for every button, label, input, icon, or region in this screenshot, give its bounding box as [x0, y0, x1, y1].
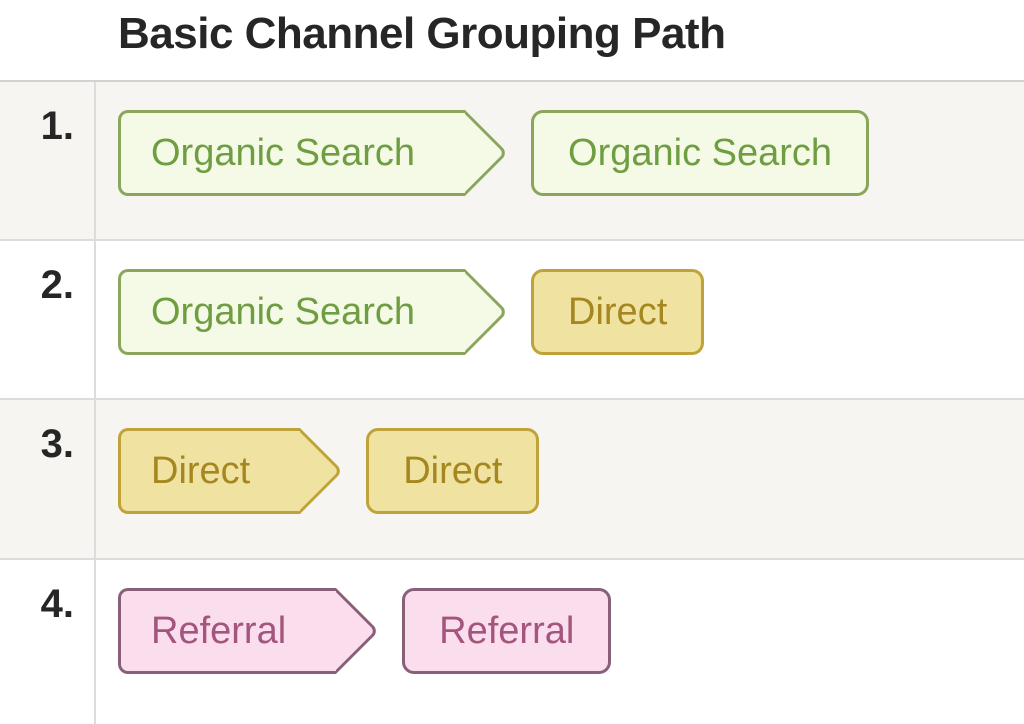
path-cell: Direct Direct — [96, 400, 1024, 558]
table-row: 1. Organic Search Organic Search — [0, 82, 1024, 241]
channel-chip-organic-search-arrow: Organic Search — [118, 268, 509, 356]
channel-chip-direct: Direct — [531, 269, 705, 355]
path-cell: Referral Referral — [96, 560, 1024, 724]
row-number: 1. — [0, 82, 96, 239]
row-number-column-header — [0, 0, 96, 80]
channel-chip-label: Referral — [118, 588, 337, 674]
channel-chip-label: Organic Search — [118, 269, 466, 355]
channel-chip-referral: Referral — [402, 588, 612, 674]
row-number: 2. — [0, 241, 96, 398]
row-number: 3. — [0, 400, 96, 558]
channel-chip-organic-search: Organic Search — [531, 110, 870, 196]
path-cell: Organic Search Direct — [96, 241, 1024, 398]
column-header-basic-channel-grouping-path: Basic Channel Grouping Path — [118, 9, 726, 58]
table-row: 2. Organic Search Direct — [0, 241, 1024, 400]
table-row: 4. Referral Referral — [0, 560, 1024, 724]
channel-chip-direct: Direct — [366, 428, 540, 514]
channel-chip-label: Organic Search — [118, 110, 466, 196]
path-cell: Organic Search Organic Search — [96, 82, 1024, 239]
table-row: 3. Direct Direct — [0, 400, 1024, 560]
channel-chip-referral-arrow: Referral — [118, 587, 380, 675]
table-header-row: Basic Channel Grouping Path — [0, 0, 1024, 82]
channel-chip-direct-arrow: Direct — [118, 427, 344, 515]
channel-chip-label: Direct — [118, 428, 301, 514]
row-number: 4. — [0, 560, 96, 724]
channel-chip-organic-search-arrow: Organic Search — [118, 109, 509, 197]
